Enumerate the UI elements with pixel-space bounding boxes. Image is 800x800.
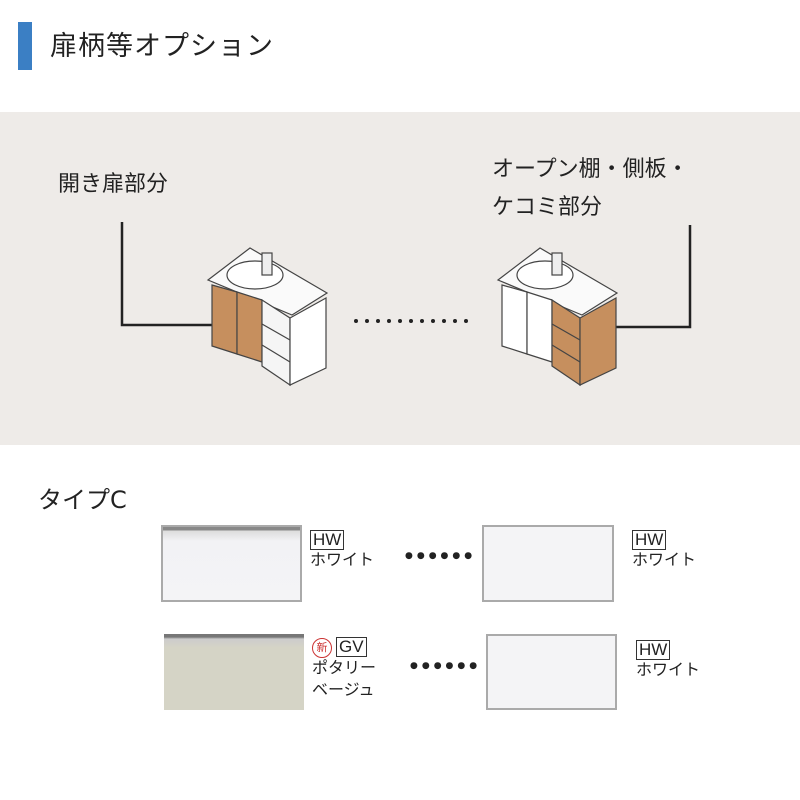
swatch-hw-side[interactable] (486, 634, 617, 710)
color-code: HW (636, 640, 671, 660)
color-name: ホワイト (632, 552, 697, 569)
color-code: HW (310, 530, 345, 550)
color-info: HW ホワイト (636, 640, 700, 682)
left-cabinet (206, 247, 329, 387)
cabinet-diagram (120, 222, 692, 387)
leader-lines (120, 222, 692, 329)
color-name: ホワイト (636, 662, 701, 679)
diagram-panel (0, 112, 800, 445)
color-code: GV (336, 637, 367, 657)
type-label: タイプC (38, 486, 127, 514)
color-info: HW ホワイト (632, 530, 696, 572)
new-badge: 新 (312, 637, 332, 658)
shelf-part-label-1: オープン棚・側板・ (492, 157, 689, 182)
dotted-connector (354, 319, 468, 323)
color-info: HW ホワイト (310, 530, 374, 572)
page-title: 扉柄等オプション (50, 31, 274, 62)
color-name-line1: ポタリー (312, 659, 377, 677)
dots: ●●●●●● (410, 661, 482, 671)
title-accent-bar (18, 22, 32, 70)
color-code: HW (632, 530, 667, 550)
shelf-part-label-2: ケコミ部分 (492, 195, 603, 220)
dots: ●●●●●● (405, 551, 477, 561)
swatch-hw-side[interactable] (482, 525, 614, 602)
door-part-label: 開き扉部分 (58, 172, 169, 197)
color-name: ホワイト (310, 552, 375, 569)
color-name-line2: ベージュ (312, 681, 375, 699)
swatch-gv-door[interactable] (164, 634, 304, 710)
right-cabinet (496, 247, 619, 387)
swatch-hw-door[interactable] (161, 525, 302, 602)
